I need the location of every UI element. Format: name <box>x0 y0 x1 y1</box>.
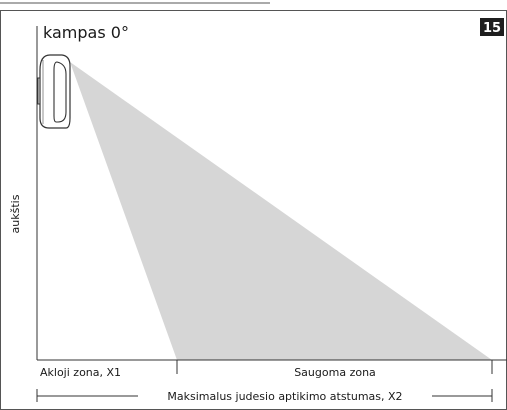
detection-beam <box>70 62 492 360</box>
protected-zone-label: Saugoma zona <box>294 366 376 379</box>
blind-zone-label: Akloji zona, X1 <box>40 366 121 379</box>
y-axis-label: aukštis <box>9 194 22 233</box>
motion-detector-icon <box>37 54 71 129</box>
angle-label: kampas 0° <box>43 23 129 42</box>
max-distance-label: Maksimalus judesio aptikimo atstumas, X2 <box>167 390 402 403</box>
figure-number: 15 <box>483 21 501 36</box>
figure-number-badge <box>480 18 504 36</box>
